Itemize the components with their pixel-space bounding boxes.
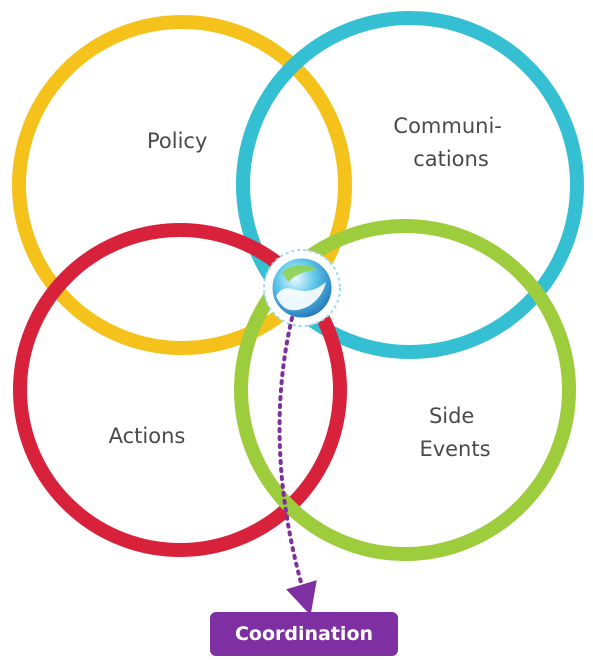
policy-label-line: Policy [147, 129, 207, 153]
communications-label-line-1: Communi- [393, 114, 501, 138]
actions-label-line: Actions [109, 424, 186, 448]
side-events-label-line-1: Side [429, 404, 474, 428]
actions-label: Actions [109, 424, 186, 448]
communications-label: Communi- cations [393, 114, 508, 171]
globe-water-logo-icon [263, 249, 341, 327]
coordination-label: Coordination [234, 623, 374, 645]
side-events-label-line-2: Events [419, 437, 490, 461]
dotted-arrow [277, 316, 317, 616]
communications-label-line-2: cations [413, 147, 489, 171]
side-events-label: Side Events [419, 404, 490, 461]
actions-circle [13, 223, 347, 557]
side-events-circle [234, 219, 576, 561]
communications-circle [236, 11, 584, 359]
coordination-badge: Coordination [210, 612, 398, 656]
policy-circle [12, 15, 352, 355]
policy-label: Policy [147, 129, 207, 153]
